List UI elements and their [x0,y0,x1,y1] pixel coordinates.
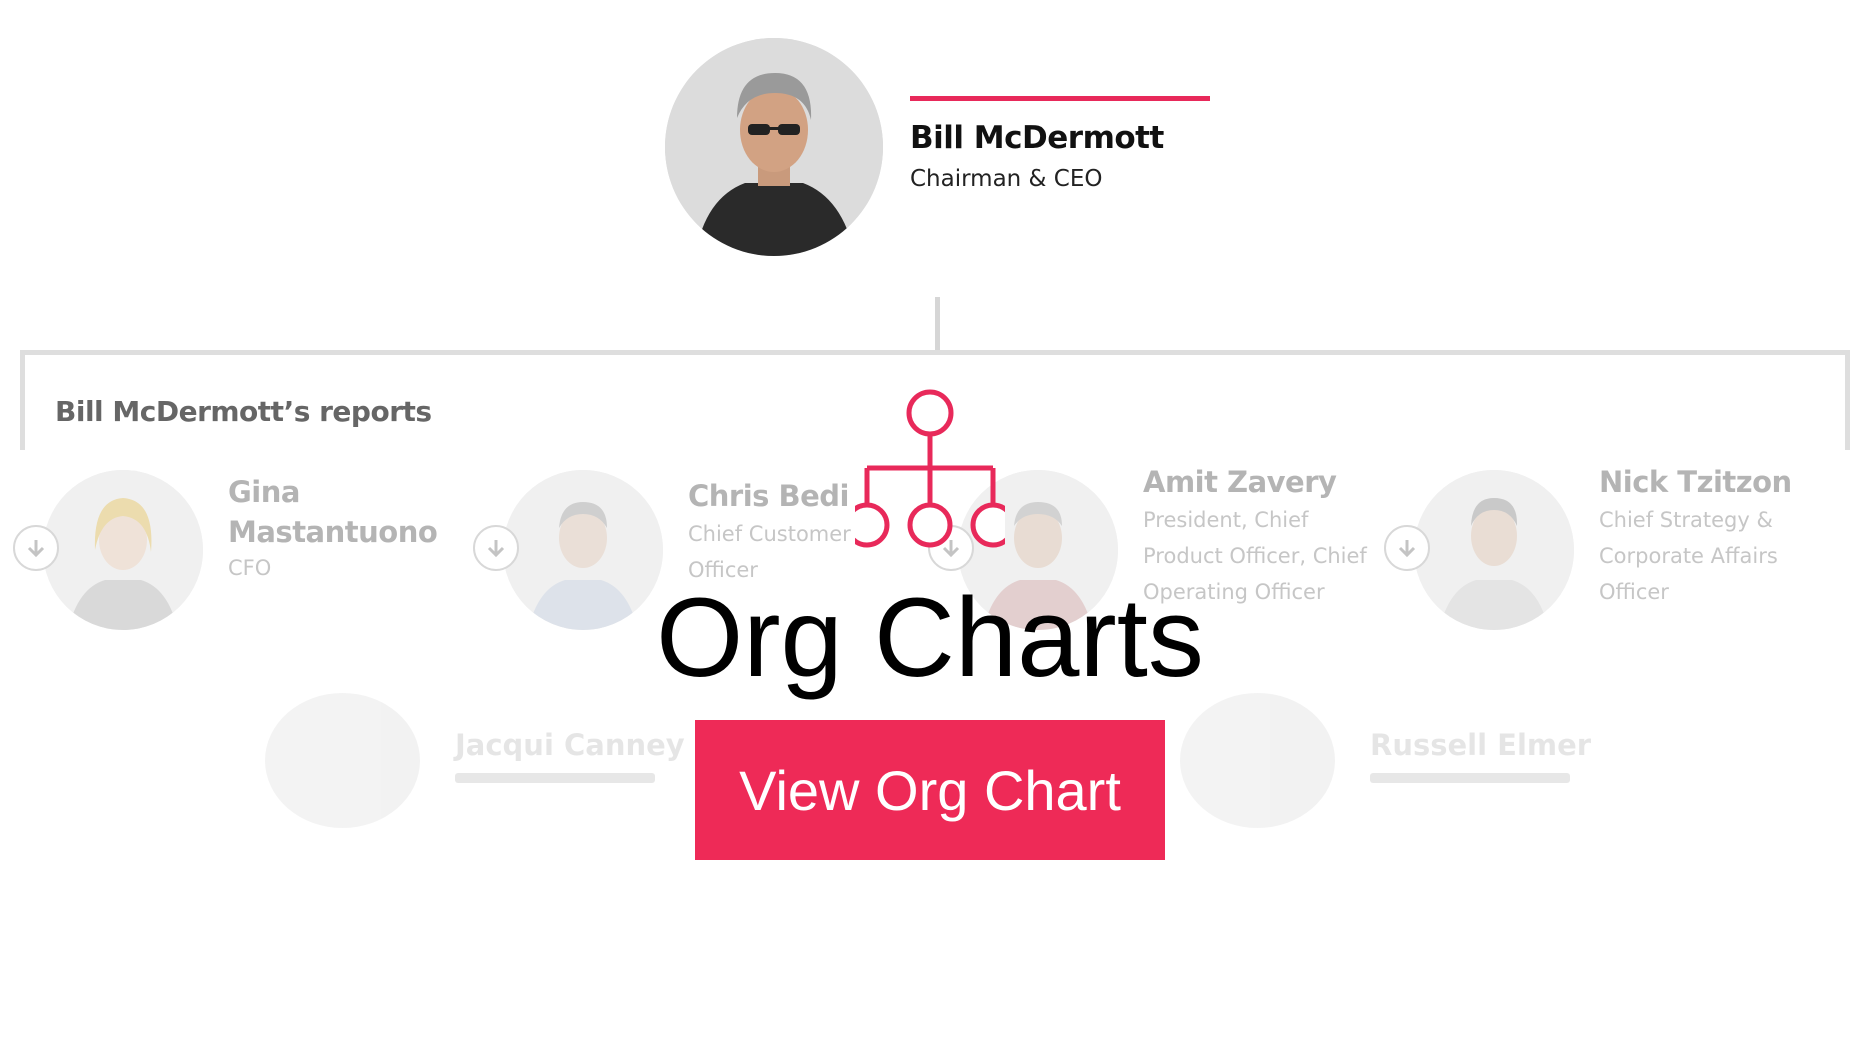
arrow-down-icon [487,540,505,558]
report-role: Chief Customer Officer [688,522,851,582]
report-role-placeholder [455,773,655,783]
arrow-down-icon [1398,540,1416,558]
org-connector-line [935,297,940,352]
portrait [958,470,1118,630]
arrow-down-icon [942,540,960,558]
avatar [958,470,1118,630]
expand-button[interactable] [13,525,59,571]
report-name: Amit Zavery [1143,465,1337,499]
avatar [503,470,663,630]
report-card[interactable]: Gina Mastantuono CFO [13,470,483,630]
report-name: Gina Mastantuono [228,475,438,549]
ceo-name: Bill McDermott [910,120,1164,156]
ceo-portrait [665,38,883,256]
org-chart-icon [855,389,1005,548]
report-role: CFO [228,556,272,580]
report-card[interactable]: Amit Zavery President, Chief Product Off… [928,465,1398,630]
report-role: Chief Strategy & Corporate Affairs Offic… [1599,508,1778,604]
expand-button[interactable] [473,525,519,571]
ceo-title: Chairman & CEO [910,166,1103,192]
ceo-avatar [665,38,883,256]
expand-button[interactable] [1384,525,1430,571]
portrait [1414,470,1574,630]
avatar [1414,470,1574,630]
arrow-down-icon [27,540,45,558]
report-name: Jacqui Canney [455,728,685,762]
avatar [265,693,420,828]
avatar [1180,693,1335,828]
portrait [503,470,663,630]
ceo-accent-rule [910,96,1210,101]
report-name: Chris Bedi [688,479,850,513]
report-name: Nick Tzitzon [1599,465,1792,499]
portrait [43,470,203,630]
report-card[interactable]: Nick Tzitzon Chief Strategy & Corporate … [1384,465,1854,630]
report-card[interactable]: Chris Bedi Chief Customer Officer [473,470,943,630]
report-role: President, Chief Product Officer, Chief … [1143,508,1367,604]
reports-heading: Bill McDermott’s reports [55,395,432,428]
avatar [43,470,203,630]
reports-frame [20,350,1850,450]
report-name: Russell Elmer [1370,728,1592,762]
overlay-title: Org Charts [656,575,1204,700]
report-role-placeholder [1370,773,1570,783]
view-org-chart-button[interactable]: View Org Chart [695,720,1165,860]
